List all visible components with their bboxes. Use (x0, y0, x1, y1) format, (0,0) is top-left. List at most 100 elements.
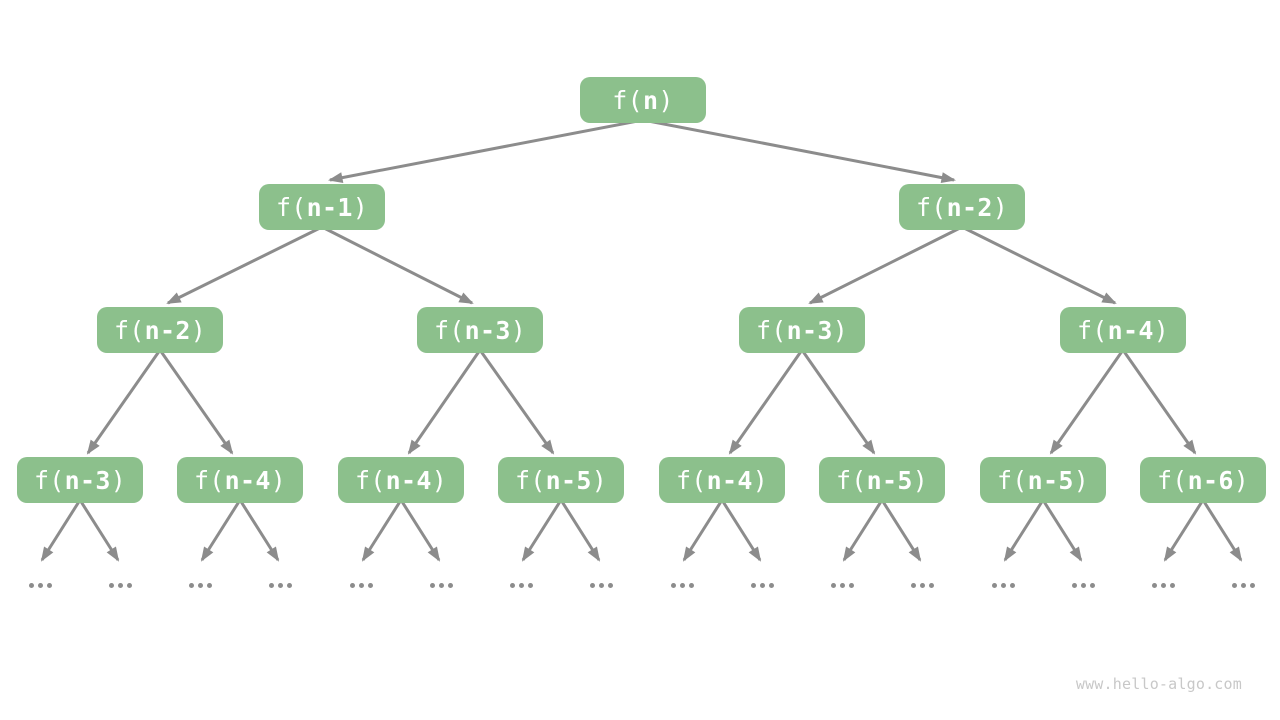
ellipsis-dots (429, 582, 453, 588)
ellipsis-dots (589, 582, 613, 588)
ellipsis-dots (509, 582, 533, 588)
ellipsis-dot (108, 582, 114, 588)
ellipsis-dot (1080, 582, 1086, 588)
tree-edge-arrow (361, 499, 403, 562)
node-label-pre: f( (514, 465, 546, 495)
node-label-pre: f( (755, 315, 787, 345)
ellipsis-dots (1071, 582, 1095, 588)
ellipsis-dot (367, 582, 373, 588)
ellipsis-dot (1009, 582, 1015, 588)
tree-edge-arrow (478, 349, 555, 455)
ellipsis-dot (589, 582, 595, 588)
ellipsis-dots (108, 582, 132, 588)
tree-node-l3-d: f(n-5) (498, 457, 624, 503)
tree-edge-arrow (200, 499, 242, 562)
node-label-pre: f( (612, 85, 643, 115)
node-label-post: ) (352, 192, 369, 222)
node-label-post: ) (658, 85, 674, 115)
tree-edge-arrow (521, 499, 563, 562)
tree-edge-arrow (682, 499, 724, 562)
node-label-pre: f( (354, 465, 386, 495)
node-label-bold: n-5 (866, 465, 913, 495)
node-label-bold: n (642, 85, 659, 115)
tree-node-l2-a: f(n-2) (97, 307, 223, 353)
node-label-pre: f( (996, 465, 1028, 495)
ellipsis-dot (37, 582, 43, 588)
node-label-bold: n-5 (545, 465, 592, 495)
node-label-bold: n-3 (64, 465, 111, 495)
tree-edge-arrow (728, 349, 804, 455)
ellipsis-dot (268, 582, 274, 588)
tree-node-l3-e: f(n-4) (659, 457, 785, 503)
ellipsis-dots (670, 582, 694, 588)
node-label-post: ) (1153, 315, 1170, 345)
ellipsis-dots (830, 582, 854, 588)
node-label-bold: n-4 (385, 465, 432, 495)
ellipsis-dot (126, 582, 132, 588)
tree-edge-arrow (399, 499, 441, 562)
node-label-pre: f( (675, 465, 707, 495)
tree-node-l3-c: f(n-4) (338, 457, 464, 503)
node-label-bold: n-6 (1187, 465, 1234, 495)
tree-edge-arrow (880, 499, 922, 562)
tree-edge-arrow (1163, 499, 1205, 562)
tree-node-root: f(n) (580, 77, 706, 123)
tree-node-l3-f: f(n-5) (819, 457, 945, 503)
node-label-post: ) (752, 465, 769, 495)
node-label-pre: f( (33, 465, 65, 495)
ellipsis-dot (928, 582, 934, 588)
ellipsis-dot (1071, 582, 1077, 588)
tree-node-l1-a: f(n-1) (259, 184, 385, 230)
node-label-pre: f( (113, 315, 145, 345)
ellipsis-dot (848, 582, 854, 588)
tree-edge-arrow (961, 225, 1117, 305)
node-label-pre: f( (835, 465, 867, 495)
tree-node-l1-b: f(n-2) (899, 184, 1025, 230)
ellipsis-dot (1249, 582, 1255, 588)
node-label-pre: f( (1076, 315, 1108, 345)
tree-edge-arrow (1041, 499, 1083, 562)
ellipsis-dots (188, 582, 212, 588)
ellipsis-dot (919, 582, 925, 588)
tree-node-l2-d: f(n-4) (1060, 307, 1186, 353)
node-label-bold: n-3 (464, 315, 511, 345)
node-label-bold: n-1 (306, 192, 353, 222)
node-label-bold: n-4 (1107, 315, 1154, 345)
tree-edge-arrow (328, 118, 644, 184)
ellipsis-dot (438, 582, 444, 588)
node-label-post: ) (591, 465, 608, 495)
tree-edge-arrow (238, 499, 280, 562)
node-label-post: ) (190, 315, 207, 345)
tree-node-l2-b: f(n-3) (417, 307, 543, 353)
node-label-bold: n-2 (144, 315, 191, 345)
node-label-bold: n-3 (786, 315, 833, 345)
ellipsis-dot (839, 582, 845, 588)
ellipsis-dot (910, 582, 916, 588)
ellipsis-dot (991, 582, 997, 588)
ellipsis-dot (429, 582, 435, 588)
node-label-post: ) (1233, 465, 1250, 495)
tree-edge-arrow (842, 499, 884, 562)
tree-edge-arrow (321, 225, 474, 305)
tree-node-l3-b: f(n-4) (177, 457, 303, 503)
tree-edge-arrow (158, 349, 234, 455)
ellipsis-dot (527, 582, 533, 588)
ellipsis-dot (768, 582, 774, 588)
ellipsis-dot (1169, 582, 1175, 588)
tree-edge-arrow (720, 499, 762, 562)
ellipsis-dot (750, 582, 756, 588)
node-label-post: ) (110, 465, 127, 495)
watermark: www.hello-algo.com (1075, 675, 1242, 693)
ellipsis-dots (349, 582, 373, 588)
ellipsis-dots (28, 582, 52, 588)
ellipsis-dot (1240, 582, 1246, 588)
tree-edge-arrow (166, 225, 323, 305)
ellipsis-dot (358, 582, 364, 588)
node-label-pre: f( (193, 465, 225, 495)
ellipsis-dot (759, 582, 765, 588)
ellipsis-dot (670, 582, 676, 588)
tree-edge-arrow (559, 499, 601, 562)
tree-edge-arrow (642, 118, 956, 184)
node-label-bold: n-4 (224, 465, 271, 495)
